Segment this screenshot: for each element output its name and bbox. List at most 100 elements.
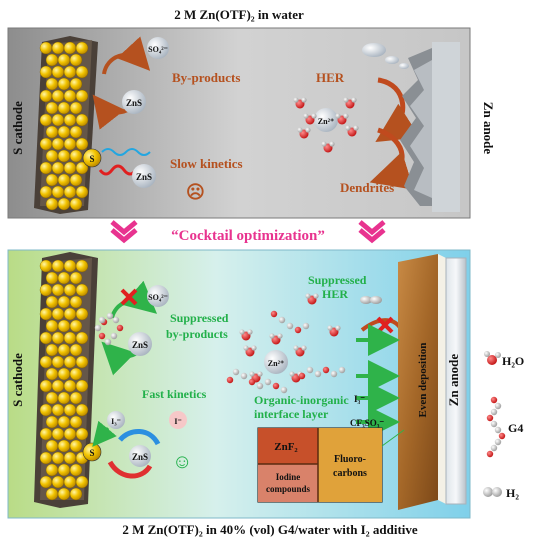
bottom-cathode-sulfur-36 bbox=[51, 379, 65, 393]
bottom-cathode-sulfur-13 bbox=[69, 295, 83, 309]
bottom-cathode-sulfur-30 bbox=[63, 355, 77, 369]
legend-h2o-icon bbox=[484, 351, 501, 365]
top-sulfur-atom bbox=[82, 148, 102, 168]
bottom-sulfur-cathode bbox=[34, 252, 98, 508]
bottom-cathode-sulfur-52 bbox=[75, 427, 89, 441]
bottom-zns-bubble bbox=[128, 332, 152, 356]
bottom-triiodide: I₃⁻ bbox=[111, 417, 121, 426]
sei-fluoro-line1: Fluoro- bbox=[334, 454, 366, 465]
top-cathode-sulfur-45 bbox=[75, 185, 89, 199]
top-cathode-sulfur-35 bbox=[39, 161, 53, 175]
top-water-5 bbox=[335, 113, 349, 125]
bottom-cathode-sulfur-9 bbox=[63, 283, 77, 297]
bottom-cathode-sulfur-19 bbox=[57, 319, 71, 333]
bottom-cathode-sulfur-60 bbox=[45, 463, 59, 477]
bottom-cathode-sulfur-69 bbox=[69, 487, 83, 501]
bottom-cathode-sulfur-67 bbox=[45, 487, 59, 501]
top-zns-kinetics: ZnS bbox=[136, 172, 152, 182]
cocktail-chevrons bbox=[110, 220, 386, 244]
bottom-cathode-sulfur-29 bbox=[51, 355, 65, 369]
bottom-cathode-sulfur-68 bbox=[57, 487, 71, 501]
bottom-interface-label-line2: interface layer bbox=[254, 407, 329, 421]
bottom-water-5 bbox=[305, 293, 319, 305]
top-cathode-sulfur-48 bbox=[69, 197, 83, 211]
top-cathode-sulfur-21 bbox=[39, 113, 53, 127]
bottom-cathode-sulfur-23 bbox=[63, 331, 77, 345]
top-water-2 bbox=[297, 127, 311, 139]
top-zn-anode bbox=[400, 42, 460, 212]
g4-electrolyte-chain-2 bbox=[298, 366, 346, 380]
bottom-cathode-sulfur-45 bbox=[75, 403, 89, 417]
bottom-cathode-sulfur-2 bbox=[63, 259, 77, 273]
top-cathode-sulfur-8 bbox=[51, 65, 65, 79]
top-cathode-sulfur-47 bbox=[57, 197, 71, 211]
bottom-red-arc-icon bbox=[107, 460, 153, 479]
top-cathode-sulfur-5 bbox=[57, 53, 71, 67]
top-h2-bubble-tiny bbox=[399, 63, 409, 69]
bottom-cathode-sulfur-31 bbox=[75, 355, 89, 369]
bottom-zns-byproduct: ZnS bbox=[132, 340, 148, 350]
legend-g4-chain bbox=[486, 396, 506, 458]
top-title: 2 M Zn(OTF)₂ in water bbox=[174, 7, 304, 22]
top-cathode-sulfur-12 bbox=[57, 77, 71, 91]
bottom-cathode-sulfur-53 bbox=[45, 439, 59, 453]
bottom-deposition-arrows bbox=[356, 324, 400, 438]
sei-fluoro-line2: carbons bbox=[333, 468, 367, 479]
top-cathode-sulfur-13 bbox=[69, 77, 83, 91]
bottom-g4-chain-cathode bbox=[94, 312, 124, 346]
bottom-cathode-sulfur-54 bbox=[57, 439, 71, 453]
bottom-cathode-sulfur-1 bbox=[51, 259, 65, 273]
bottom-cathode-sulfur-63 bbox=[39, 475, 53, 489]
bottom-byproduct-cross-icon bbox=[120, 288, 138, 306]
top-cathode-sulfur-33 bbox=[57, 149, 71, 163]
bottom-cathode-sulfur-50 bbox=[51, 427, 65, 441]
top-water-4 bbox=[321, 141, 335, 153]
top-her-label: HER bbox=[316, 70, 345, 85]
bottom-cathode-sulfur-42 bbox=[39, 403, 53, 417]
bottom-h2-molecule bbox=[360, 296, 372, 304]
bottom-cathode-sulfur-4 bbox=[45, 271, 59, 285]
top-cathode-sulfur-25 bbox=[45, 125, 59, 139]
bottom-cathode-sulfur-10 bbox=[75, 283, 89, 297]
bottom-cathode-sulfur-55 bbox=[69, 439, 83, 453]
bottom-cathode-sulfur-0 bbox=[39, 259, 53, 273]
bottom-cathode-sulfur-11 bbox=[45, 295, 59, 309]
top-cathode-sulfur-14 bbox=[39, 89, 53, 103]
bottom-cathode-sulfur-65 bbox=[63, 475, 77, 489]
top-cathode-sulfur-2 bbox=[63, 41, 77, 55]
bottom-cathode-sulfur-61 bbox=[57, 463, 71, 477]
sei-iodine-line1: Iodine bbox=[276, 472, 301, 482]
bottom-water-0 bbox=[243, 345, 257, 357]
bottom-cathode-sulfur-3 bbox=[75, 259, 89, 273]
bottom-suppressed-byproducts-line2: by-products bbox=[166, 327, 228, 341]
bottom-cathode-sulfur-44 bbox=[63, 403, 77, 417]
bottom-cathode-sulfur-20 bbox=[69, 319, 83, 333]
bottom-cathode-sulfur-48 bbox=[69, 415, 83, 429]
bottom-interface-label-line1: Organic-inorganic bbox=[254, 393, 349, 407]
top-water-molecules bbox=[293, 97, 359, 153]
bottom-water-6 bbox=[327, 325, 341, 337]
bottom-happy-face-icon: ☺ bbox=[172, 451, 192, 473]
bottom-cathode-sulfur-25 bbox=[45, 343, 59, 357]
top-cathode-sulfur-11 bbox=[45, 77, 59, 91]
top-water-3 bbox=[345, 125, 359, 137]
bottom-cathode-sulfur-38 bbox=[75, 379, 89, 393]
top-cathode-sulfur-1 bbox=[51, 41, 65, 55]
top-cathode-sulfur-44 bbox=[63, 185, 77, 199]
top-water-6 bbox=[303, 113, 317, 125]
bottom-water-molecules bbox=[239, 293, 341, 383]
legend-h2-icon bbox=[483, 487, 502, 497]
bottom-fast-kinetics-label: Fast kinetics bbox=[142, 387, 207, 401]
top-cathode-sulfur-42 bbox=[39, 185, 53, 199]
top-zinc-ion: Zn²⁺ bbox=[318, 117, 334, 126]
top-cathode-sulfur-28 bbox=[39, 137, 53, 151]
bottom-cathode-sulfur-49 bbox=[39, 427, 53, 441]
top-cathode-sulfur-43 bbox=[51, 185, 65, 199]
bottom-sulfur-label: S bbox=[89, 448, 94, 458]
top-cathode-label: S cathode bbox=[10, 101, 25, 155]
bottom-cathode-label: S cathode bbox=[10, 353, 25, 407]
top-cathode-sulfur-9 bbox=[63, 65, 77, 79]
top-cathode-sulfur-40 bbox=[57, 173, 71, 187]
